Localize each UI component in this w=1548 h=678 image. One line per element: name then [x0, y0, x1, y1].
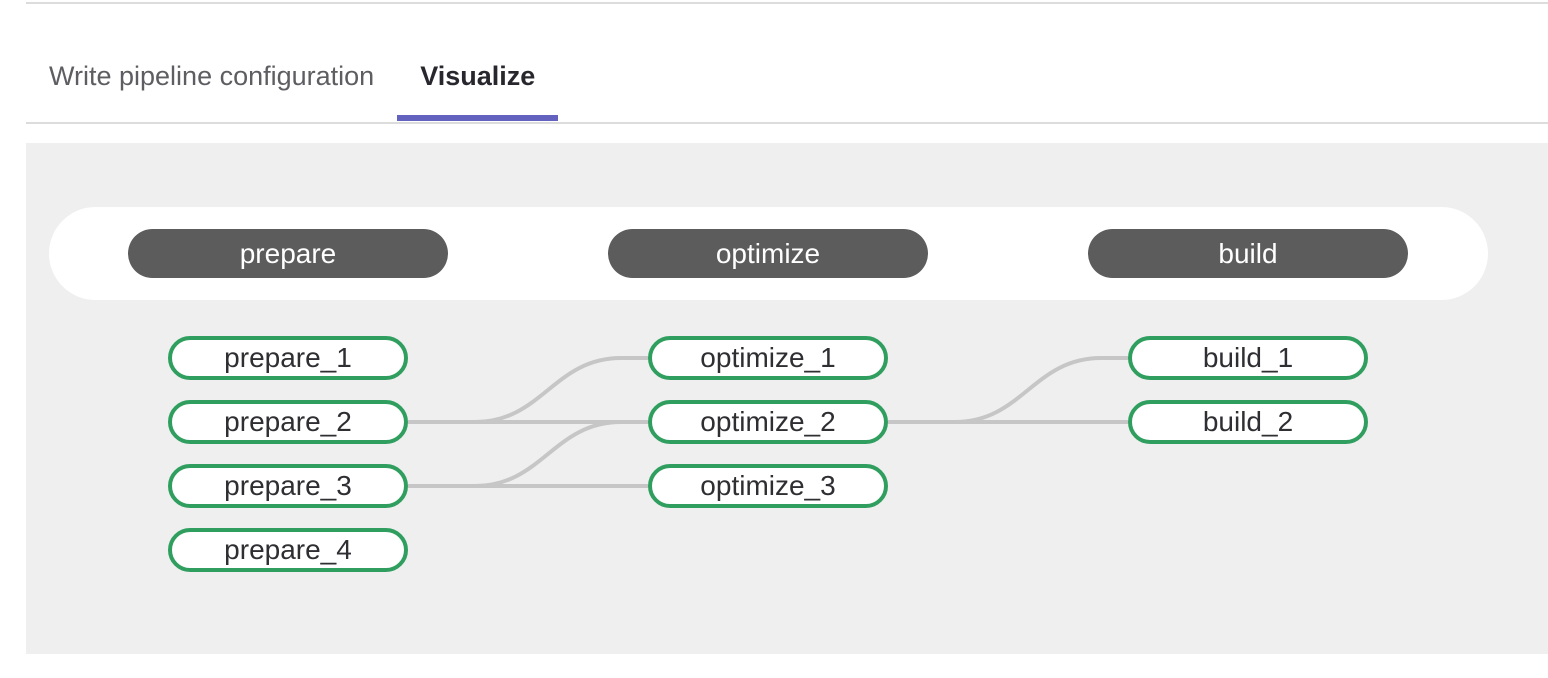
job-node-prepare_1[interactable]: prepare_1: [168, 336, 408, 380]
tab-label: Write pipeline configuration: [49, 60, 375, 91]
job-node-optimize_1[interactable]: optimize_1: [648, 336, 888, 380]
job-node-optimize_2[interactable]: optimize_2: [648, 400, 888, 444]
job-node-build_1[interactable]: build_1: [1128, 336, 1368, 380]
tabs-group: Write pipeline configuration Visualize: [26, 4, 559, 122]
active-tab-indicator: [397, 115, 559, 121]
stage-pill-build: build: [1088, 229, 1408, 278]
tab-write-pipeline-configuration[interactable]: Write pipeline configuration: [26, 30, 397, 122]
stage-pill-prepare: prepare: [128, 229, 448, 278]
edge-prepare_3-optimize_2: [408, 420, 648, 488]
job-node-prepare_2[interactable]: prepare_2: [168, 400, 408, 444]
tab-visualize[interactable]: Visualize: [397, 30, 559, 122]
tab-label: Visualize: [420, 60, 536, 91]
job-node-prepare_3[interactable]: prepare_3: [168, 464, 408, 508]
job-node-prepare_4[interactable]: prepare_4: [168, 528, 408, 572]
pipeline-graph-panel: prepare_1 prepare_2 prepare_3 prepare_4 opti…: [26, 143, 1548, 654]
pipeline-edges: [408, 356, 1128, 488]
edge-optimize_2-build_1: [888, 356, 1128, 424]
job-node-build_2[interactable]: build_2: [1128, 400, 1368, 444]
stage-pill-optimize: optimize: [608, 229, 928, 278]
edge-prepare_2-optimize_1: [408, 356, 648, 424]
job-node-optimize_3[interactable]: optimize_3: [648, 464, 888, 508]
tab-bar: Write pipeline configuration Visualize: [26, 2, 1548, 124]
